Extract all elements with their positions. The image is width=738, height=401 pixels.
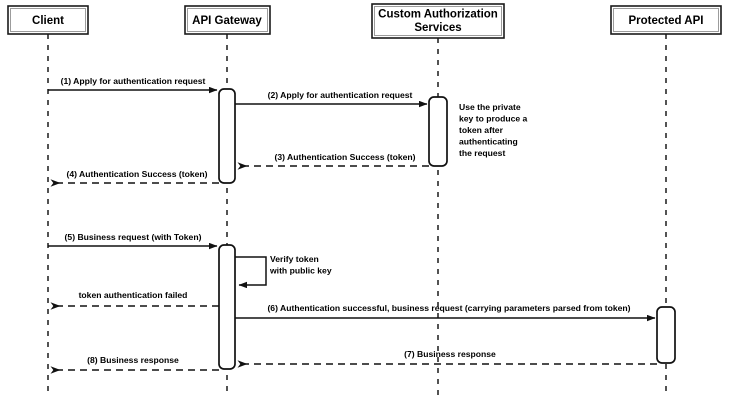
message-3-label: (3) Authentication Success (token) xyxy=(274,152,415,162)
message-4[interactable]: (4) Authentication Success (token) xyxy=(50,169,219,187)
self-message-verify-token-label-line2: with public key xyxy=(269,266,332,276)
note-private-key-line-2: key to produce a xyxy=(459,114,528,124)
message-5[interactable]: (5) Business request (with Token) xyxy=(48,232,218,250)
message-6-label: (6) Authentication successful, business … xyxy=(267,303,630,313)
message-token-authentication-failed-label: token authentication failed xyxy=(79,290,188,300)
self-message-verify-token-path xyxy=(235,256,267,289)
message-5-label: (5) Business request (with Token) xyxy=(65,232,202,242)
message-4-label: (4) Authentication Success (token) xyxy=(66,169,207,179)
lifeline-custom-authorization-services[interactable]: Custom Authorization Services xyxy=(371,3,505,396)
lifeline-api-gateway-box[interactable] xyxy=(184,5,271,35)
lifeline-custom-authorization-services-box[interactable] xyxy=(371,3,505,39)
lifeline-protected-api-box[interactable] xyxy=(610,5,722,35)
message-8[interactable]: (8) Business response xyxy=(50,355,219,374)
note-private-key-line-5: the request xyxy=(459,148,505,158)
lifeline-protected-api-label: Protected API xyxy=(629,15,704,27)
lifeline-api-gateway-box-inner xyxy=(187,8,268,32)
activation-bar-api-gateway-auth[interactable] xyxy=(218,88,236,184)
message-7[interactable]: (7) Business response xyxy=(237,349,657,368)
lifeline-custom-authorization-services-label-line1: Custom Authorization xyxy=(378,9,498,21)
lifeline-client-label: Client xyxy=(32,15,64,27)
message-6[interactable]: (6) Authentication successful, business … xyxy=(235,303,656,322)
lifeline-client[interactable]: Client xyxy=(7,5,89,396)
message-7-label: (7) Business response xyxy=(404,349,496,359)
message-3[interactable]: (3) Authentication Success (token) xyxy=(237,152,429,170)
lifeline-client-box[interactable] xyxy=(7,5,89,35)
message-1[interactable]: (1) Apply for authentication request xyxy=(48,76,218,94)
message-8-label: (8) Business response xyxy=(87,355,179,365)
lifelines-group: Client API Gateway Custom Authorization … xyxy=(7,3,722,396)
self-message-verify-token-label-line1: Verify token xyxy=(270,254,319,264)
note-private-key-line-1: Use the private xyxy=(459,102,521,112)
activation-bar-custom-authorization-services[interactable] xyxy=(428,96,448,167)
message-2[interactable]: (2) Apply for authentication request xyxy=(235,90,428,108)
activation-bars-group xyxy=(218,88,676,370)
self-message-verify-token[interactable]: Verify token with public key xyxy=(235,254,332,289)
lifeline-custom-authorization-services-label-line2: Services xyxy=(414,22,461,34)
note-private-key-line-3: token after xyxy=(459,125,504,135)
note-private-key: Use the private key to produce a token a… xyxy=(459,102,528,158)
messages-group: (1) Apply for authentication request (2)… xyxy=(48,76,657,374)
message-2-label: (2) Apply for authentication request xyxy=(268,90,413,100)
message-1-label: (1) Apply for authentication request xyxy=(61,76,206,86)
lifeline-protected-api-box-inner xyxy=(613,8,719,32)
lifeline-api-gateway-label: API Gateway xyxy=(192,15,262,27)
activation-bar-api-gateway-business[interactable] xyxy=(218,244,236,370)
lifeline-api-gateway[interactable]: API Gateway xyxy=(184,5,271,396)
note-private-key-line-4: authenticating xyxy=(459,137,518,147)
lifeline-custom-authorization-services-box-inner xyxy=(374,6,502,36)
activation-bar-protected-api[interactable] xyxy=(656,306,676,364)
lifeline-client-box-inner xyxy=(10,8,86,32)
message-token-authentication-failed[interactable]: token authentication failed xyxy=(50,290,219,310)
